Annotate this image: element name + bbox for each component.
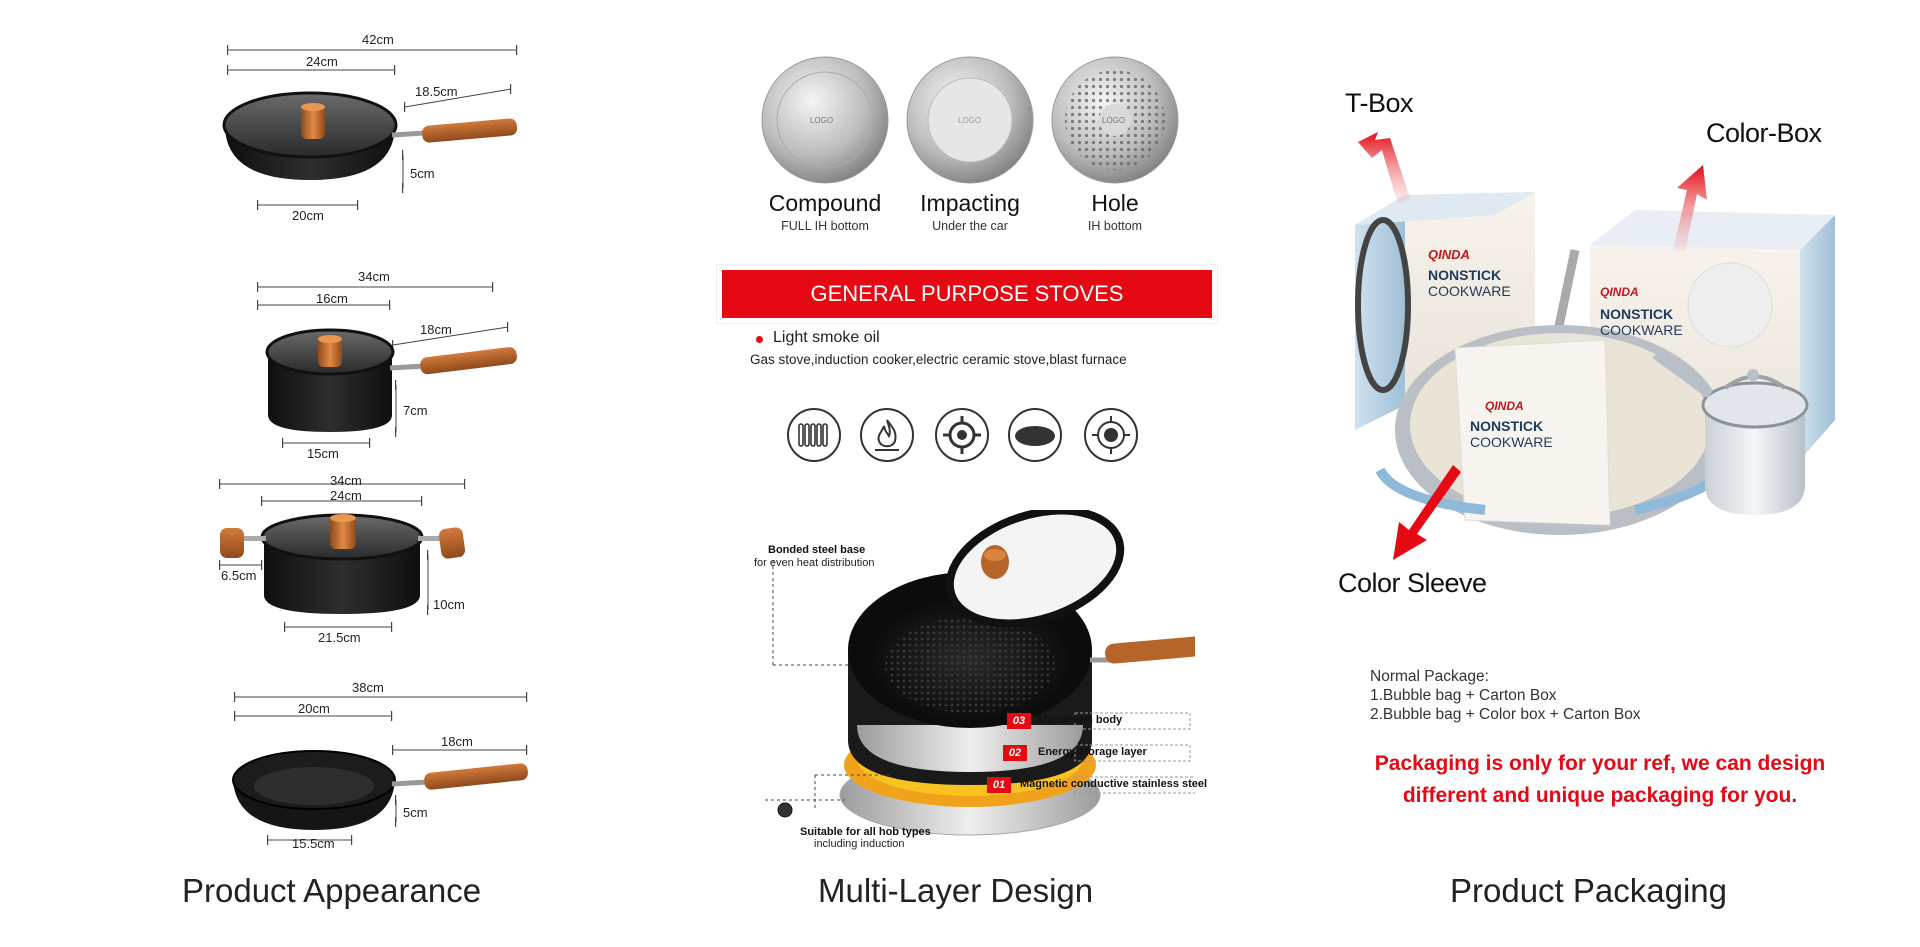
bonded-steel-base-subtitle: for even heat distribution [754,557,875,569]
color-sleeve-arrow [1393,465,1461,560]
pan-4-frying-pan [232,692,528,845]
package-option-2: 2.Bubble bag + Color box + Carton Box [1370,706,1641,723]
packaging-note-line-1: Packaging is only for your ref, we can d… [1374,752,1826,775]
light-smoke-oil-text: Light smoke oil [773,329,880,346]
normal-package-title: Normal Package: [1370,668,1489,685]
bottom-subtitle: FULL IH bottom [781,219,869,233]
layer-02-label: Energy storage layer [1038,746,1147,758]
packaging-note-line-2: different and unique packaging for you. [1402,784,1798,807]
pan1-base: 20cm [292,208,324,223]
t-box-cookware: COOKWARE [1428,283,1511,299]
t-box-brand: QINDA [1428,247,1470,262]
sleeve-nonstick: NONSTICK [1470,418,1544,434]
hole-bottom-disc [1051,56,1179,184]
ceramic-plate-icon [1008,408,1062,462]
pan2-handle-length: 18cm [420,322,452,337]
pan3-side-handle: 6.5cm [221,568,257,583]
hob-types-title: Suitable for all hob types [800,826,931,838]
bottom-title: Impacting [920,190,1020,216]
bottom-title: Compound [768,190,882,216]
impacting-bottom-disc [906,56,1034,184]
sleeve-cookware: COOKWARE [1470,434,1553,450]
pan-drawings [219,45,528,845]
pan1-height: 5cm [410,166,435,181]
bottom-impacting-label: Impacting Under the car [895,190,1045,233]
caption-product-packaging: Product Packaging [1450,872,1728,909]
pan1-diameter: 24cm [306,54,338,69]
color-box-label: Color-Box [1706,118,1822,148]
pan3-base: 21.5cm [318,630,361,645]
layer-03-number: 03 [1007,713,1031,729]
pan4-height: 5cm [403,805,428,820]
caption-product-appearance: Product Appearance [182,872,482,909]
bottom-title: Hole [1091,190,1139,216]
color-box-nonstick: NONSTICK [1600,306,1674,322]
pan3-height: 10cm [433,597,465,612]
pan2-diameter: 16cm [316,291,348,306]
t-box-nonstick: NONSTICK [1428,267,1502,283]
bottom-discs [761,56,1179,184]
color-sleeve-pan [1375,249,1745,535]
exploded-pan-diagram [765,510,1195,836]
pan1-total-length: 42cm [362,32,394,47]
bullet-dot [756,336,763,343]
package-option-1: 1.Bubble bag + Carton Box [1370,687,1557,704]
pan-3-casserole [219,479,466,632]
pan4-handle-length: 18cm [441,734,473,749]
pan2-base: 15cm [307,446,339,461]
t-box-label: T-Box [1345,88,1414,118]
bottom-subtitle: Under the car [932,219,1008,233]
pan3-total-length: 34cm [330,473,362,488]
pan-2-saucepan [257,282,517,448]
stove-types-text: Gas stove,induction cooker,electric cera… [750,352,1127,367]
electric-hob-icon [1084,408,1138,462]
color-box-cookware: COOKWARE [1600,322,1683,338]
bottom-compound-label: Compound FULL IH bottom [750,190,900,233]
packaging-photo [1355,132,1835,560]
steel-saucepan [1652,351,1809,515]
packaging-note: Packaging is only for your ref, we can d… [1340,748,1860,812]
color-box-arrow [1673,165,1707,252]
color-box-brand: QINDA [1600,285,1639,299]
gas-burner-icon [935,408,989,462]
layer-03-label: Aluminium body [1036,714,1123,726]
general-purpose-stoves-banner: GENERAL PURPOSE STOVES [722,270,1212,318]
flame-icon [860,408,914,462]
pan2-total-length: 34cm [358,269,390,284]
pan4-diameter: 20cm [298,701,330,716]
compound-bottom-disc [761,56,889,184]
hob-types-subtitle: including induction [814,838,905,850]
disc-logo-1: LOGO [810,116,834,125]
induction-coil-icon [787,408,841,462]
disc-logo-3: LOGO [1102,116,1126,125]
sleeve-brand: QINDA [1485,399,1524,413]
pan4-total-length: 38cm [352,680,384,695]
pan-1-skillet [222,45,518,210]
pan1-handle-length: 18.5cm [415,84,458,99]
bottom-subtitle: IH bottom [1087,219,1143,233]
pan4-base: 15.5cm [292,836,335,851]
t-box-arrow [1358,132,1410,205]
layer-01-label: Magnetic conductive stainless steel [1020,778,1208,790]
layer-01-number: 01 [987,777,1011,793]
pan2-height: 7cm [403,403,428,418]
bottom-hole-label: Hole IH bottom [1040,190,1190,233]
layer-02-number: 02 [1003,745,1027,761]
disc-logo-2: LOGO [958,116,982,125]
bonded-steel-base-title: Bonded steel base [768,544,866,556]
pan3-diameter: 24cm [330,488,362,503]
caption-multi-layer-design: Multi-Layer Design [818,872,1094,909]
color-sleeve-label: Color Sleeve [1338,568,1487,598]
